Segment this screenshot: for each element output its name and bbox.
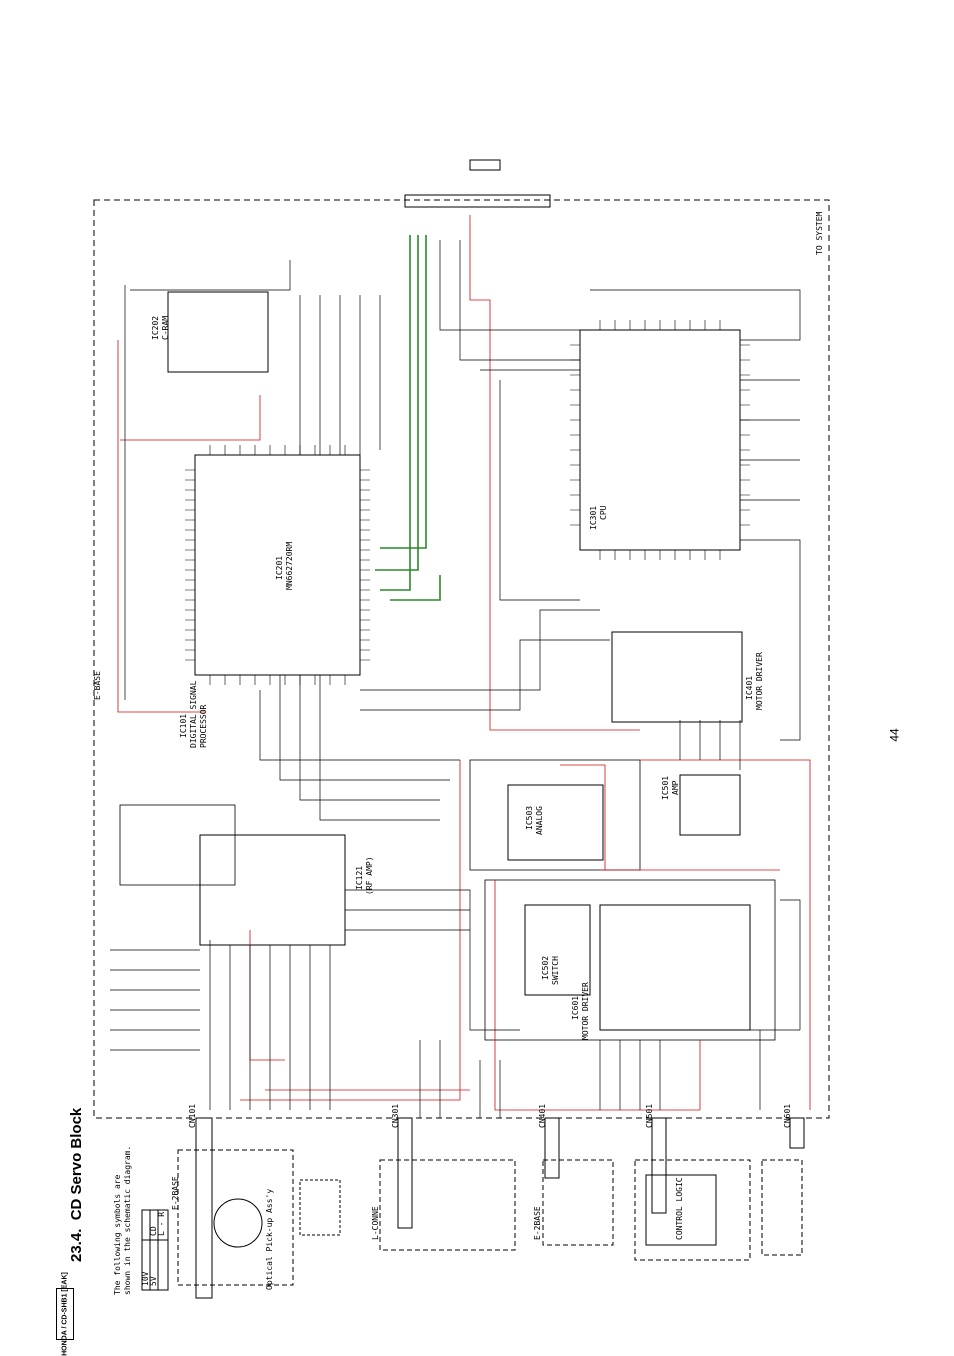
optical-label: Optical Pick-up Ass'y xyxy=(265,1189,274,1290)
legend-label-2: CD xyxy=(149,1226,158,1236)
cn501-body xyxy=(651,1117,667,1214)
legend-frame xyxy=(141,1209,169,1291)
ic503-sub: ANALOG xyxy=(535,806,544,835)
main-board-outline xyxy=(93,199,830,1119)
cn101-body xyxy=(195,1117,213,1299)
ic601-label: IC601 xyxy=(571,996,580,1020)
cn601-label: CN601 xyxy=(783,1104,792,1128)
e2base-label-1: E-2BASE xyxy=(171,1176,180,1210)
ic101-sub: DIGITAL SIGNAL xyxy=(189,680,198,748)
cn601-body xyxy=(789,1117,805,1149)
ic502-body xyxy=(524,904,591,996)
ic301-label: IC301 xyxy=(589,506,598,530)
e-board-label: E-BASE xyxy=(93,671,102,700)
ic502-label: IC502 xyxy=(541,956,550,980)
cn301-label: CN301 xyxy=(391,1104,400,1128)
black-wiring xyxy=(110,240,801,1118)
ic201-label: IC201 xyxy=(275,556,284,580)
legend-label-3: L - R xyxy=(157,1212,166,1236)
ic121-body xyxy=(199,834,346,946)
ic202-body xyxy=(167,291,269,373)
red-power-lines xyxy=(117,215,811,1111)
to-system-board xyxy=(761,1159,803,1256)
e2base-board-2 xyxy=(542,1159,614,1246)
top-connector xyxy=(404,194,551,208)
legend-line-2: shown in the schematic diagram. xyxy=(123,1146,132,1295)
optical-pickup-board xyxy=(177,1149,294,1286)
ic401-body xyxy=(611,631,743,723)
cn301-body xyxy=(397,1117,413,1229)
cn401-label: CN401 xyxy=(538,1104,547,1128)
ic503-label: IC503 xyxy=(525,806,534,830)
ic501-sub: AMP xyxy=(671,780,680,795)
ic501-label: IC501 xyxy=(661,776,670,800)
ic503-body xyxy=(507,784,604,861)
control-logic-label: CONTROL LOGIC xyxy=(675,1177,684,1240)
e2base-label-2: E-2BASE xyxy=(533,1206,542,1240)
ic202-label: IC202 xyxy=(151,316,160,340)
to-system-label: TO SYSTEM xyxy=(815,211,824,255)
control-logic-board xyxy=(634,1159,751,1261)
model-header-box: HONDA / CD-SHB1 [EAK] xyxy=(56,1272,74,1356)
ic601-body xyxy=(599,904,751,1031)
l-conne-label: L-CONNE xyxy=(371,1206,380,1240)
ic301-sub: CPU xyxy=(599,505,608,520)
green-signal-lines xyxy=(375,235,441,601)
ic501-body xyxy=(679,774,741,836)
top-connector-tab xyxy=(469,159,501,171)
ic101-sub2: PROCESSOR xyxy=(199,704,208,748)
ic121-label: IC121 xyxy=(355,866,364,890)
legend-sym-1: 10V xyxy=(141,1271,150,1286)
cn501-label: CN501 xyxy=(645,1104,654,1128)
ic121-sub: (RF AMP) xyxy=(365,856,374,895)
ic401-label: IC401 xyxy=(745,676,754,700)
ic502-sub: SWITCH xyxy=(551,956,560,985)
ic201-body xyxy=(194,454,361,676)
pin-stubs xyxy=(185,320,750,685)
l-conne-board xyxy=(379,1159,516,1251)
ic201-sub: MN662720RM xyxy=(285,542,294,590)
ic601-sub: MOTOR DRIVER xyxy=(581,982,590,1040)
labels: IC101 DIGITAL SIGNAL PROCESSOR IC201 MN6… xyxy=(93,211,824,1295)
legend-line-1: The following symbols are xyxy=(113,1174,122,1295)
ic101-label: IC101 xyxy=(179,714,188,738)
cn101-label: CN101 xyxy=(188,1104,197,1128)
ic401-sub: MOTOR DRIVER xyxy=(755,652,764,710)
cn401-body xyxy=(544,1117,560,1179)
legend-sym-2: 5V xyxy=(149,1276,158,1286)
ic202-sub: C-RAM xyxy=(161,316,170,340)
